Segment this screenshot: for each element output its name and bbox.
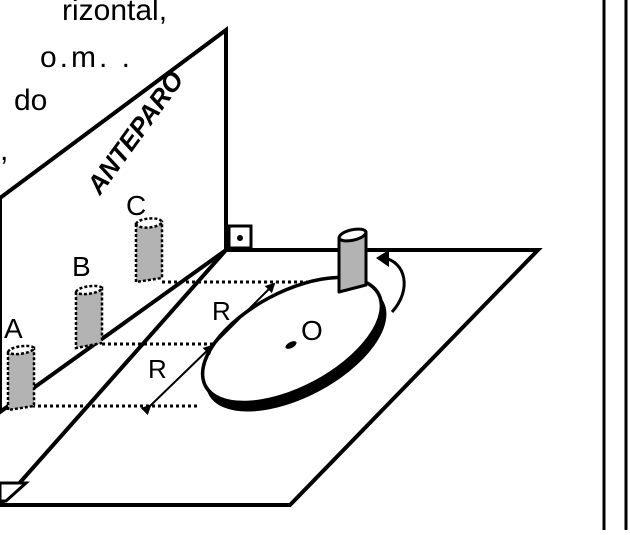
text-line-2: o.m. . xyxy=(40,41,133,74)
label-a: A xyxy=(4,313,23,344)
distance-label-r2: R xyxy=(148,354,167,384)
object-on-disc xyxy=(337,227,368,294)
shadow-image-b xyxy=(74,284,104,350)
shadow-image-c xyxy=(134,217,164,284)
distance-arrow-r2 xyxy=(140,344,214,416)
curved-arrow-icon xyxy=(376,250,406,314)
text-line-3: do xyxy=(14,84,47,117)
text-line-4: , xyxy=(0,134,8,167)
label-b: B xyxy=(72,251,91,282)
center-point-o xyxy=(285,341,297,349)
label-c: C xyxy=(126,190,146,221)
distance-arrow-r1 xyxy=(202,282,276,356)
text-line-1: rizontal, xyxy=(62,0,167,27)
right-angle-marker-icon xyxy=(227,224,253,250)
center-label-o: O xyxy=(301,315,323,346)
corner-marker-icon xyxy=(0,481,30,503)
frame-border xyxy=(602,0,628,535)
shadow-image-a xyxy=(6,344,36,412)
distance-label-r1: R xyxy=(212,296,231,326)
